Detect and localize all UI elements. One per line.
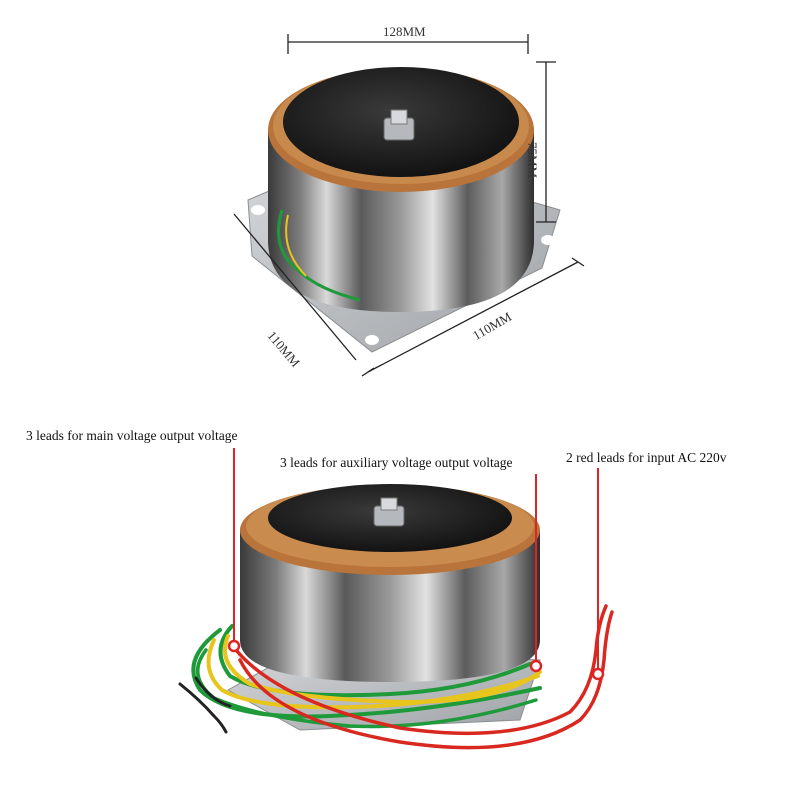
dimension-lines bbox=[233, 34, 585, 377]
input-caption: 2 red leads for input AC 220v bbox=[566, 450, 727, 465]
height-label: 75MM bbox=[525, 142, 540, 179]
aux-output-caption: 3 leads for auxiliary voltage output vol… bbox=[280, 455, 513, 470]
callout-lines bbox=[233, 448, 599, 674]
bottom-transformer bbox=[178, 484, 614, 750]
wire-bundle bbox=[178, 604, 614, 750]
top-transformer bbox=[247, 67, 561, 353]
callout-markers bbox=[227, 639, 605, 681]
top-green-wire bbox=[277, 209, 361, 302]
main-output-caption: 3 leads for main voltage output voltage bbox=[26, 428, 238, 443]
diameter-label: 128MM bbox=[383, 24, 426, 39]
